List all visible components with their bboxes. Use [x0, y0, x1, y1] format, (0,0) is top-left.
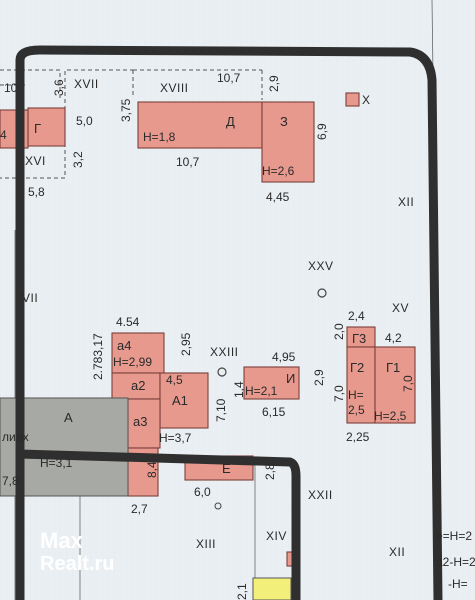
zone-XII: XII: [398, 195, 414, 209]
pole-icon: [214, 502, 222, 510]
height-a4: Н=2,99: [113, 355, 152, 369]
dim-a1-295: 2,95: [179, 332, 193, 356]
height-D: Н=1,8: [143, 130, 176, 144]
dim-z-29: 2,9: [267, 75, 281, 92]
dim-right-a2: а2-Н=2: [436, 555, 475, 569]
building-Z: [261, 101, 315, 183]
building-G1: [374, 346, 416, 424]
height-Z: Н=2,6: [262, 164, 295, 178]
dim-i-29: 2,9: [312, 369, 326, 386]
label-A: А: [64, 410, 73, 425]
building-D: [137, 101, 263, 149]
dim-z-445: 4,45: [266, 190, 290, 204]
building-I: [243, 366, 300, 400]
label-G: Г: [34, 121, 41, 136]
dim-left-x: лилх: [2, 430, 29, 444]
height-A1: Н=3,7: [159, 431, 192, 445]
height-G2-top: Н=: [348, 388, 364, 402]
dim-z-69: 6,9: [315, 123, 329, 140]
dim-g-225: 2,25: [346, 430, 370, 444]
label-G2: Г2: [350, 360, 364, 375]
label-a3: а3: [133, 414, 147, 429]
dim-a-78: 7,8: [2, 474, 19, 488]
label-A1: А1: [172, 393, 188, 408]
zone-XV: XV: [392, 301, 409, 315]
dim-a4-27817: 2.783,17: [91, 333, 105, 380]
dim-bottom-27: 2,7: [131, 502, 148, 516]
building-G2: [346, 346, 376, 424]
building-a4: [111, 332, 165, 374]
label-G3: Г3: [352, 331, 366, 346]
zone-XIII: XIII: [196, 537, 216, 551]
dim-i-495: 4,95: [272, 350, 296, 364]
well-icon-2: [217, 367, 227, 377]
dim-a1-45: 4,5: [166, 373, 183, 387]
zone-XXII: XXII: [308, 488, 333, 502]
building-a3: [127, 398, 161, 449]
building-A1: [159, 372, 209, 429]
dim-bottom-21: 2,1: [235, 583, 249, 600]
dim-left-4: 4: [0, 128, 7, 142]
dim-g1-70: 7,0: [401, 375, 415, 392]
zone-XXV: XXV: [308, 259, 334, 273]
dim-d-375: 3,75: [119, 98, 133, 122]
dim-g1-42: 4,2: [385, 331, 402, 345]
dim-i-615: 6,15: [262, 405, 286, 419]
dim-g-70-left: 7,0: [332, 385, 346, 402]
dim-g-36: 3,6: [52, 79, 66, 96]
building-yellow: [252, 577, 292, 600]
label-G1: Г1: [386, 360, 400, 375]
watermark-line1: Max: [40, 528, 84, 553]
zone-XXIII: XXIII: [210, 345, 239, 359]
label-D: Д: [226, 114, 235, 129]
marker-X: [345, 92, 360, 107]
label-I: И: [286, 371, 295, 386]
zone-XVI: XVI: [25, 154, 46, 168]
dim-g-50: 5,0: [76, 114, 93, 128]
dim-top-left-10: 10: [4, 81, 18, 95]
dim-a1-710: 7,10: [214, 398, 228, 422]
zone-VII: VII: [22, 291, 38, 305]
highlight-boundary-inner: [15, 449, 301, 600]
buildings: [0, 92, 416, 567]
height-G1: Н=2,5: [374, 409, 407, 423]
label-a2: а2: [131, 378, 145, 393]
dim-g3-20: 2,0: [332, 323, 346, 340]
label-Z: З: [280, 114, 288, 129]
watermark-line2: Realt.ru: [40, 553, 114, 575]
dim-d-107-bottom: 10,7: [176, 155, 200, 169]
dim-right-e: е=Н=2: [436, 529, 472, 543]
height-G2-bottom: 2,5: [348, 403, 365, 417]
height-I: Н=2,1: [245, 384, 278, 398]
dim-g3-24: 2,4: [348, 309, 365, 323]
zone-XII-bottom: XII: [389, 545, 405, 559]
height-A: Н=3,1: [40, 456, 73, 470]
dim-a4-454: 4.54: [116, 315, 140, 329]
zone-XIV: XIV: [266, 529, 287, 543]
well-icon: [317, 288, 327, 298]
zone-XVIII: XVIII: [160, 81, 189, 95]
dim-a3-84: 8,4: [145, 461, 159, 478]
dim-i-14: 1,4: [232, 381, 246, 398]
highlight-boundary: [15, 45, 443, 600]
dim-g-32: 3,2: [71, 151, 85, 168]
building-G: [27, 107, 66, 147]
dim-e-60: 6,0: [194, 485, 211, 499]
zone-X: X: [362, 93, 371, 107]
dim-d-107-top: 10,7: [217, 71, 241, 85]
label-a4: а4: [117, 338, 131, 353]
label-E: Е: [222, 461, 231, 476]
dim-e-28: 2,8: [263, 463, 277, 480]
zone-XVII: XVII: [74, 77, 99, 91]
building-a2: [111, 372, 161, 400]
dim-g-58: 5,8: [28, 185, 45, 199]
dim-right-n: -Н=: [448, 577, 468, 591]
